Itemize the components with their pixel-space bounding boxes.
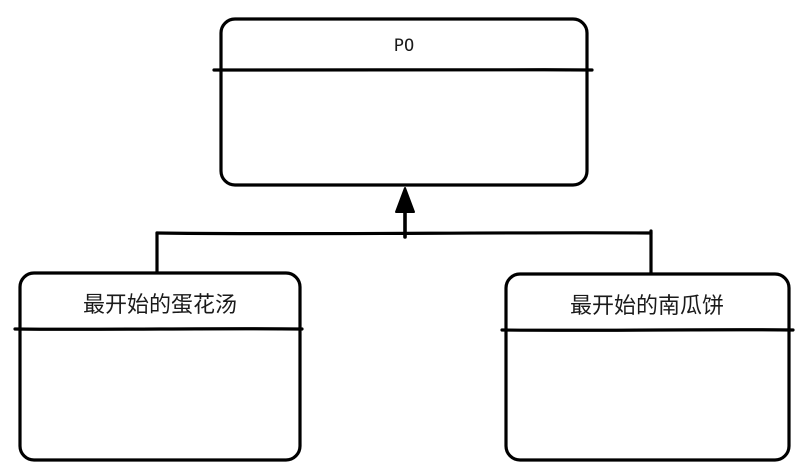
connector-horizontal-line	[155, 231, 653, 236]
class-name-child-2: 最开始的南瓜饼	[570, 294, 724, 319]
class-box-po-frame	[219, 17, 589, 187]
class-box-po[interactable]: PO	[212, 17, 594, 187]
class-box-child-2[interactable]: 最开始的南瓜饼	[500, 272, 795, 462]
class-name-child-1: 最开始的蛋花汤	[83, 293, 237, 318]
inheritance-connector	[155, 187, 653, 278]
class-box-child-2-divider	[500, 328, 795, 332]
class-box-po-divider	[212, 68, 594, 72]
class-box-child-2-frame	[504, 272, 791, 462]
class-box-child-1[interactable]: 最开始的蛋花汤	[13, 271, 304, 462]
class-box-child-1-divider	[13, 327, 304, 331]
class-name-po: PO	[394, 36, 414, 56]
class-box-child-1-frame	[18, 271, 302, 462]
inheritance-arrowhead-icon	[395, 187, 415, 213]
